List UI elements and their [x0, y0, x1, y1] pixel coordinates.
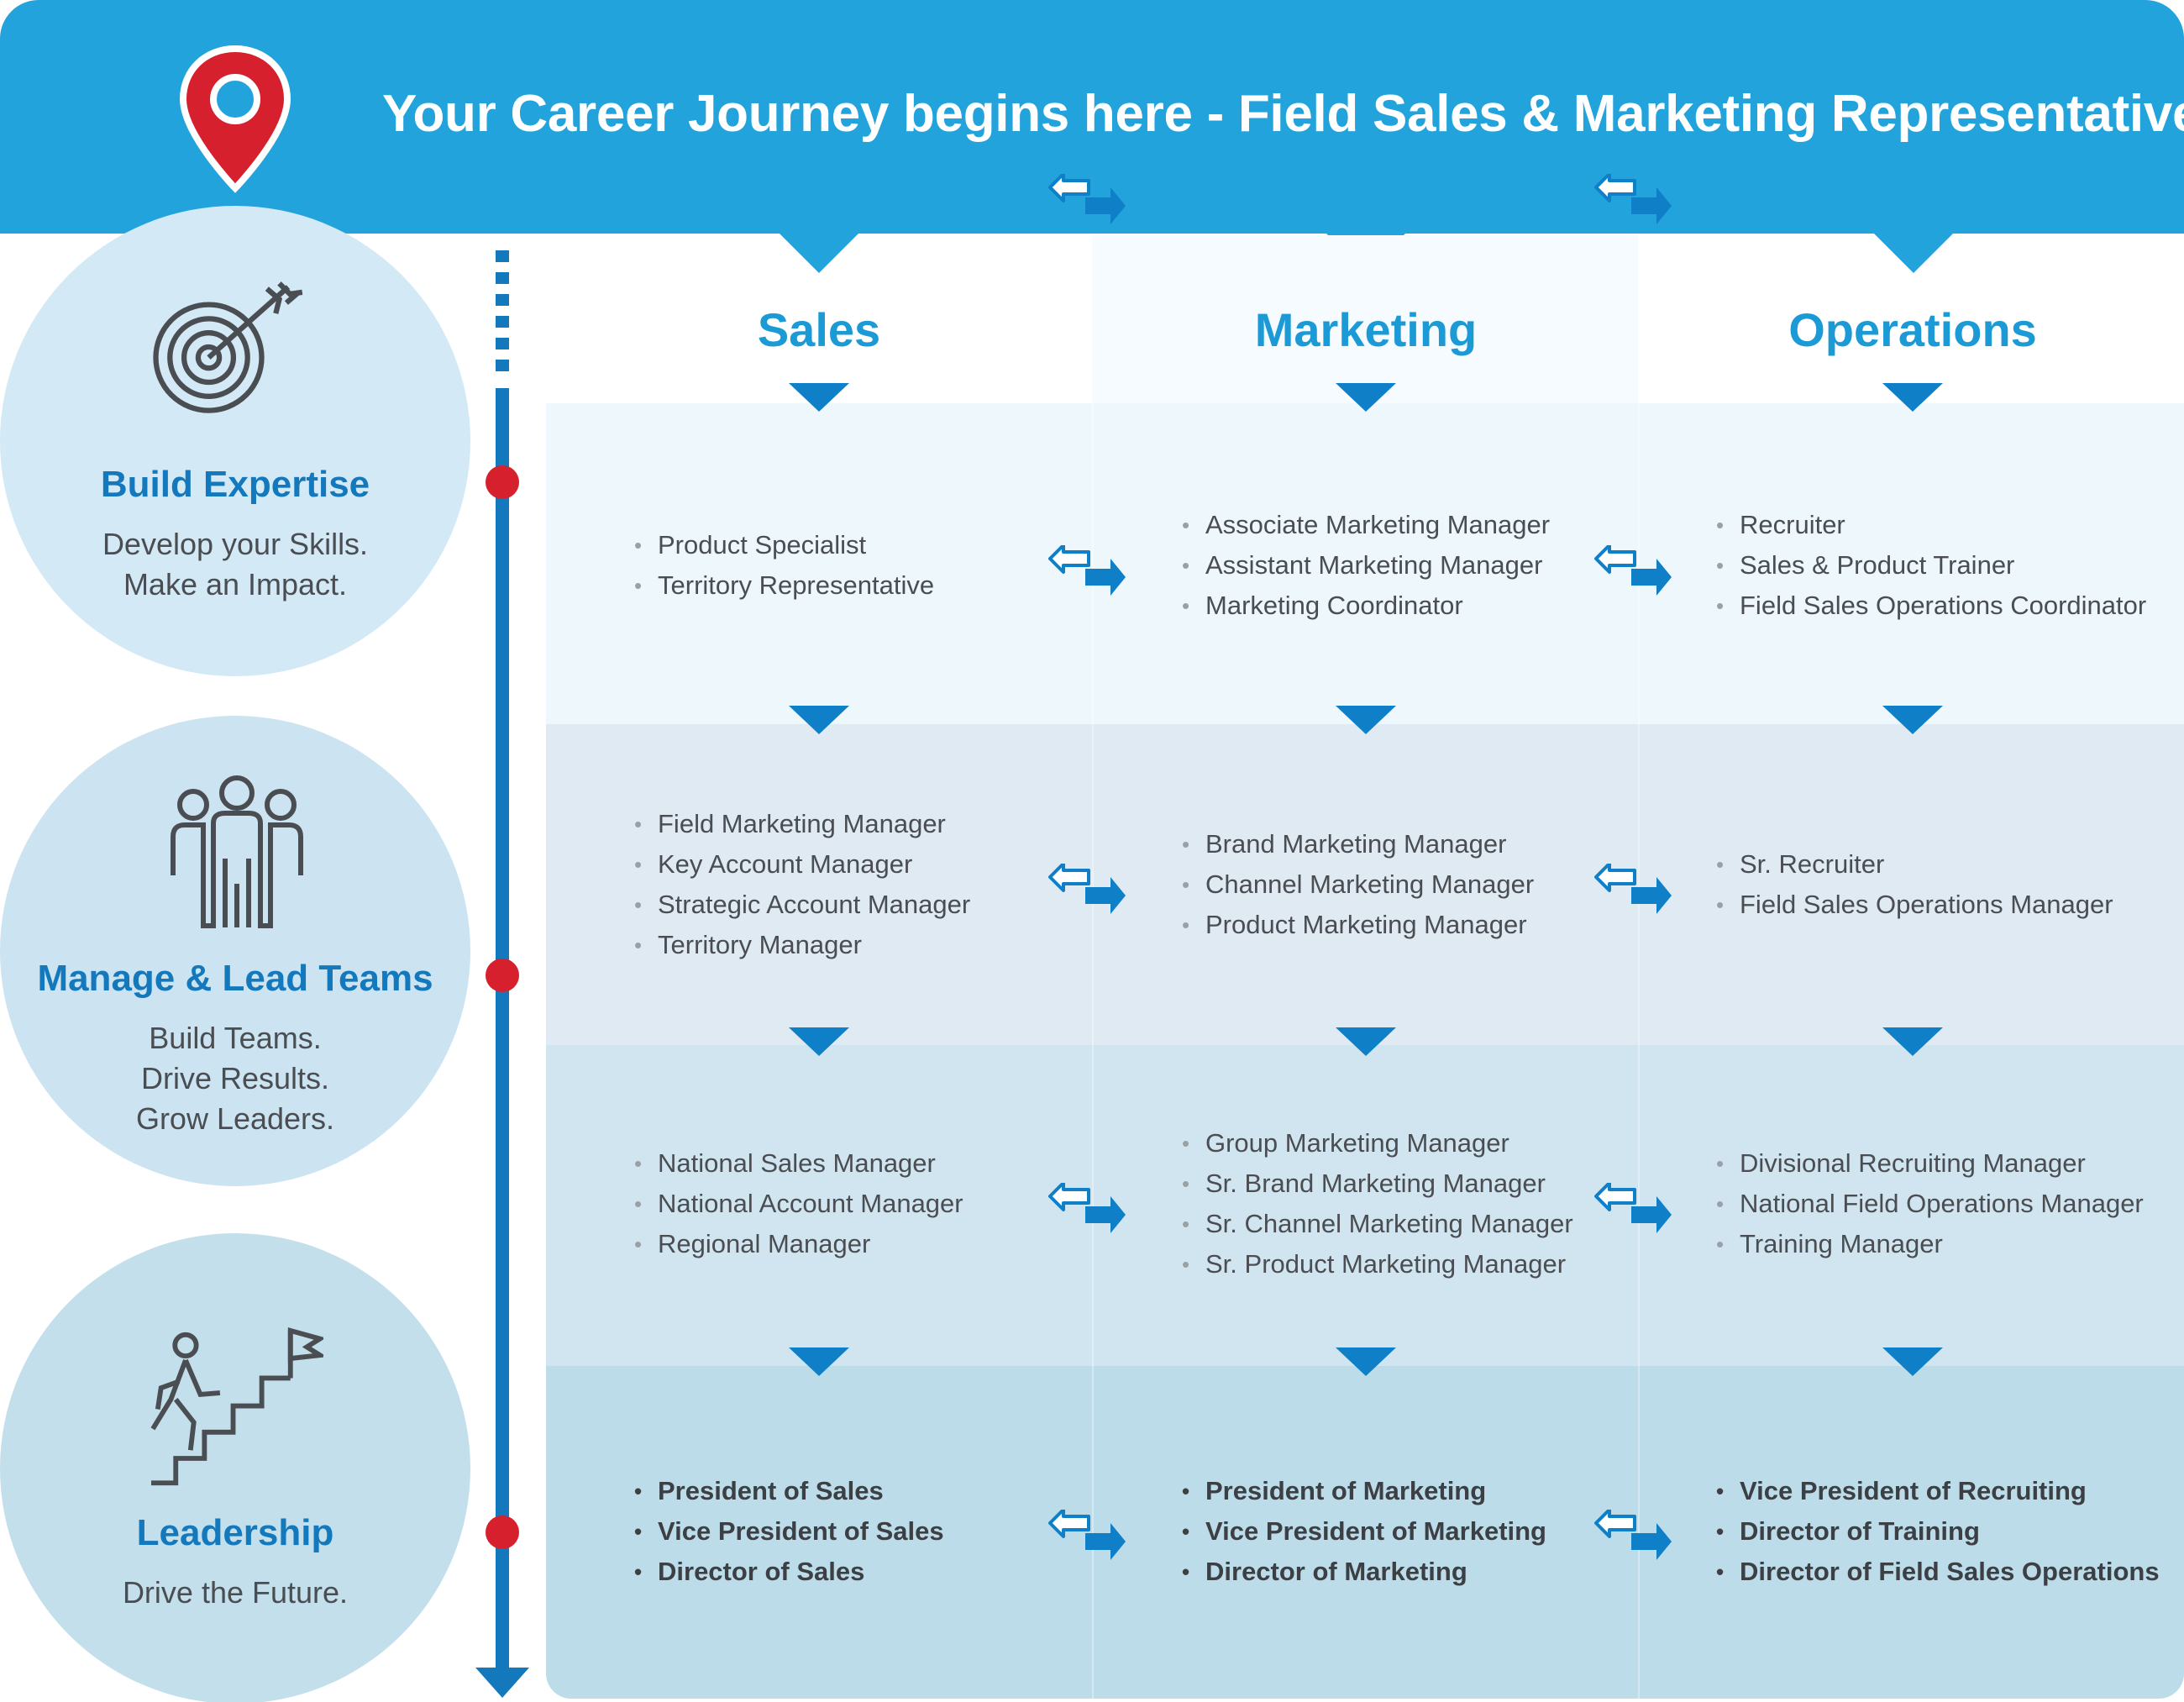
page-title: Your Career Journey begins here - Field …	[382, 85, 2184, 143]
role-list: Field Marketing ManagerKey Account Manag…	[634, 804, 1138, 965]
role-item: Marketing Coordinator	[1182, 586, 1686, 626]
stage-description: Develop your Skills.Make an Impact.	[102, 527, 369, 601]
role-list: RecruiterSales & Product TrainerField Sa…	[1716, 505, 2184, 626]
role-item: Group Marketing Manager	[1182, 1123, 1686, 1164]
timeline-marker	[486, 1516, 519, 1549]
role-item: Sr. Recruiter	[1716, 844, 2184, 885]
timeline-dash	[496, 338, 509, 349]
role-item: Channel Marketing Manager	[1182, 864, 1686, 905]
timeline-marker	[486, 465, 519, 499]
role-list: Product SpecialistTerritory Representati…	[634, 525, 1138, 606]
role-item: Sr. Channel Marketing Manager	[1182, 1204, 1686, 1244]
role-list: Group Marketing ManagerSr. Brand Marketi…	[1182, 1123, 1686, 1284]
header-banner: Your Career Journey begins here - Field …	[0, 0, 2184, 234]
down-arrow-icon	[789, 1027, 849, 1056]
down-arrow-icon	[1882, 706, 1943, 734]
timeline-dash	[496, 360, 509, 371]
column-divider	[1092, 403, 1094, 1699]
role-item: Assistant Marketing Manager	[1182, 545, 1686, 586]
role-item: Key Account Manager	[634, 844, 1138, 885]
role-item: Sr. Brand Marketing Manager	[1182, 1164, 1686, 1204]
role-list: National Sales ManagerNational Account M…	[634, 1143, 1138, 1264]
down-arrow-icon	[1336, 706, 1396, 734]
role-list: Associate Marketing ManagerAssistant Mar…	[1182, 505, 1686, 626]
role-item: Brand Marketing Manager	[1182, 824, 1686, 864]
stage-title: Build Expertise	[100, 464, 370, 505]
swap-arrows-icon	[1594, 172, 1672, 224]
role-item: Vice President of Recruiting	[1716, 1471, 2184, 1511]
role-item: Director of Field Sales Operations	[1716, 1552, 2184, 1592]
target-icon	[153, 281, 303, 413]
stage-title: Manage & Lead Teams	[37, 958, 433, 999]
down-arrow-icon	[1336, 1347, 1396, 1376]
role-item: National Sales Manager	[634, 1143, 1138, 1184]
role-item: Field Marketing Manager	[634, 804, 1138, 844]
role-item: Territory Representative	[634, 565, 1138, 606]
down-arrow-icon	[1336, 1027, 1396, 1056]
role-item: Director of Marketing	[1182, 1552, 1686, 1592]
column-pointer	[779, 233, 859, 273]
down-arrow-icon	[789, 383, 849, 412]
role-item: Director of Training	[1716, 1511, 2184, 1552]
timeline-dash	[496, 294, 509, 306]
role-item: Territory Manager	[634, 925, 1138, 965]
role-item: Product Marketing Manager	[1182, 905, 1686, 945]
stage-circle-manage-lead	[0, 716, 470, 1186]
role-item: Product Specialist	[634, 525, 1138, 565]
column-pointer	[1873, 233, 1954, 273]
column-divider	[1638, 403, 1640, 1699]
role-item: Director of Sales	[634, 1552, 1138, 1592]
column-title-marketing: Marketing	[1254, 303, 1478, 356]
role-list: President of MarketingVice President of …	[1182, 1471, 1686, 1592]
timeline-dash	[496, 316, 509, 328]
down-arrow-icon	[789, 1347, 849, 1376]
role-list: Vice President of RecruitingDirector of …	[1716, 1471, 2184, 1592]
role-item: Field Sales Operations Coordinator	[1716, 586, 2184, 626]
down-arrow-icon	[789, 706, 849, 734]
role-list: Brand Marketing ManagerChannel Marketing…	[1182, 824, 1686, 945]
role-item: Recruiter	[1716, 505, 2184, 545]
role-list: Sr. RecruiterField Sales Operations Mana…	[1716, 844, 2184, 925]
role-item: National Field Operations Manager	[1716, 1184, 2184, 1224]
column-background	[1092, 235, 1638, 403]
role-item: Vice President of Sales	[634, 1511, 1138, 1552]
down-arrow-icon	[1336, 383, 1396, 412]
role-item: Training Manager	[1716, 1224, 2184, 1264]
role-item: President of Sales	[634, 1471, 1138, 1511]
role-item: Strategic Account Manager	[634, 885, 1138, 925]
timeline-dash	[496, 272, 509, 284]
down-arrow-icon	[1882, 1347, 1943, 1376]
swap-arrows-icon	[1048, 172, 1126, 224]
role-item: Vice President of Marketing	[1182, 1511, 1686, 1552]
stage-description: Build Teams.Drive Results.Grow Leaders.	[135, 1021, 335, 1136]
timeline-dash	[496, 250, 509, 262]
stage-circle-leadership	[0, 1233, 470, 1702]
role-item: National Account Manager	[634, 1184, 1138, 1224]
role-list: President of SalesVice President of Sale…	[634, 1471, 1138, 1592]
column-title-operations: Operations	[1788, 303, 2037, 356]
role-item: Sales & Product Trainer	[1716, 545, 2184, 586]
stage-circle-build-expertise	[0, 206, 470, 676]
timeline-marker	[486, 959, 519, 992]
role-item: Regional Manager	[634, 1224, 1138, 1264]
down-arrow-icon	[1882, 1027, 1943, 1056]
role-list: Divisional Recruiting ManagerNational Fi…	[1716, 1143, 2184, 1264]
climbing-stairs-flag-icon	[150, 1327, 323, 1486]
timeline-arrow-down-icon	[475, 1668, 529, 1698]
down-arrow-icon	[1882, 383, 1943, 412]
role-item: President of Marketing	[1182, 1471, 1686, 1511]
timeline-line	[496, 388, 509, 1669]
role-item: Sr. Product Marketing Manager	[1182, 1244, 1686, 1284]
stage-title: Leadership	[136, 1512, 334, 1553]
location-pin-icon	[179, 45, 291, 193]
role-item: Field Sales Operations Manager	[1716, 885, 2184, 925]
column-title-sales: Sales	[757, 303, 881, 356]
stage-description: Drive the Future.	[122, 1575, 349, 1610]
role-item: Associate Marketing Manager	[1182, 505, 1686, 545]
role-item: Divisional Recruiting Manager	[1716, 1143, 2184, 1184]
team-icon	[171, 775, 303, 928]
